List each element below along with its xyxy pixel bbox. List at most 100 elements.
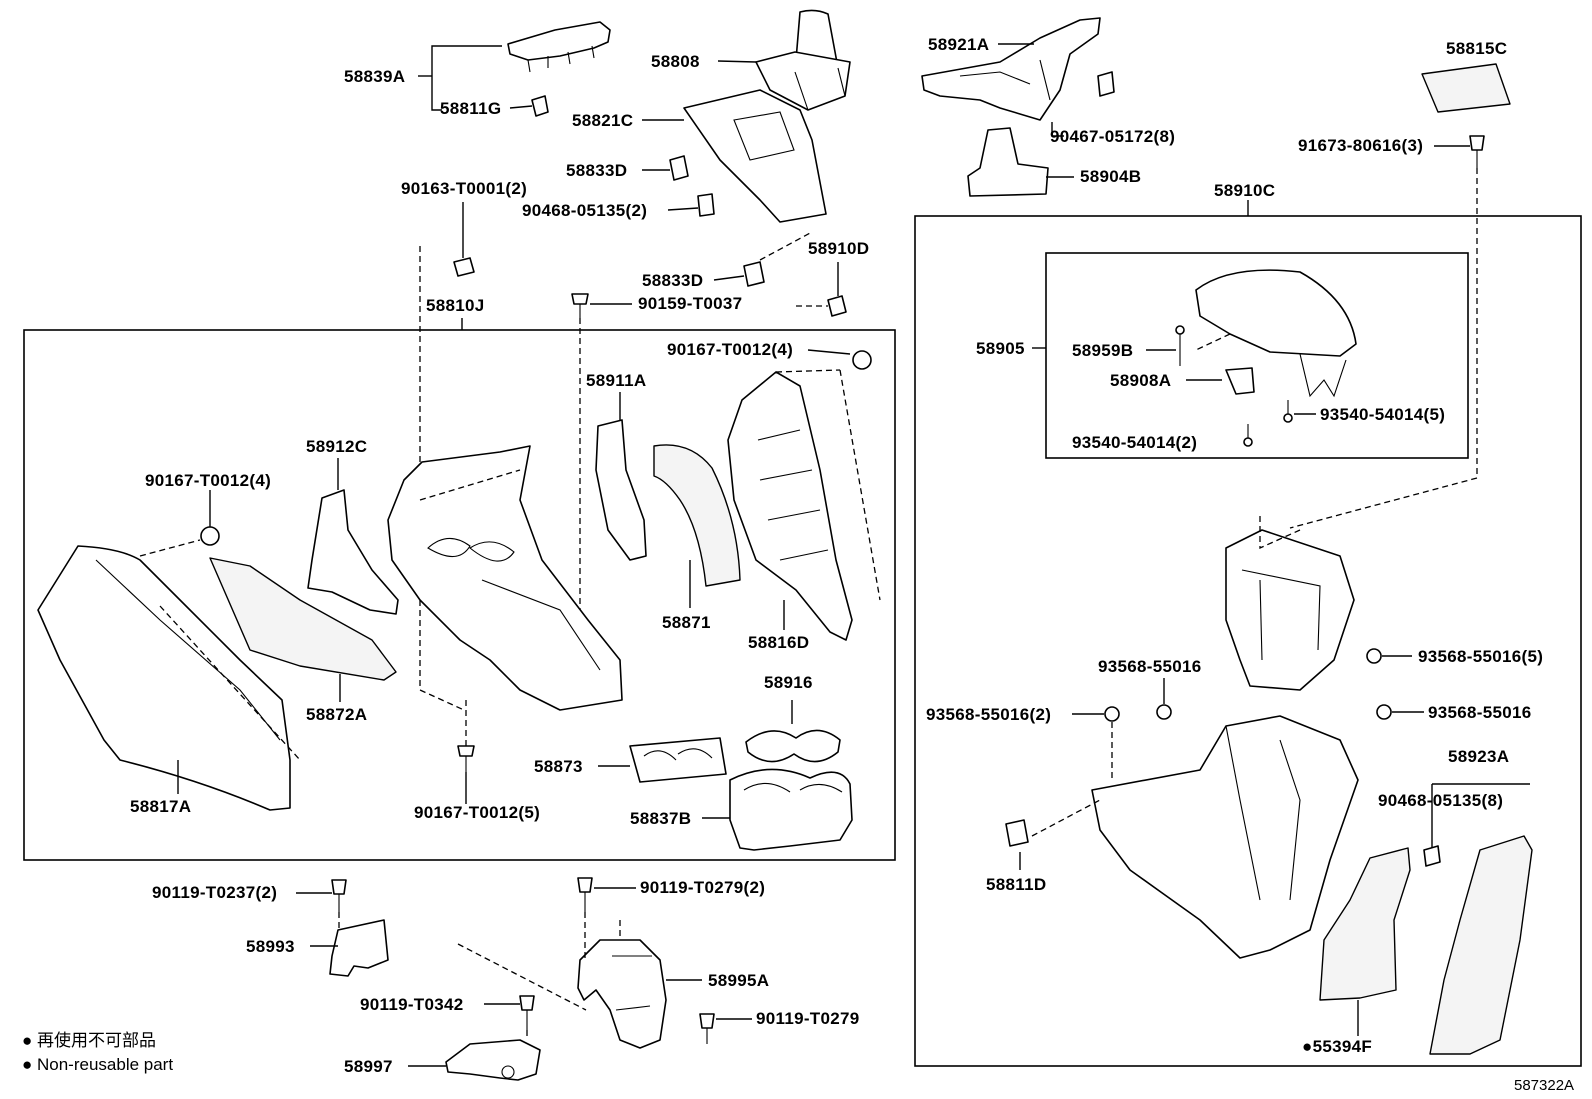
label-58910D: 58910D bbox=[808, 239, 869, 258]
part-93540-54014-screw-b bbox=[1243, 424, 1253, 447]
label-90119-T0342: 90119-T0342 bbox=[360, 995, 464, 1014]
part-58993-bracket bbox=[329, 919, 389, 977]
part-93568-55016-screw-c bbox=[1104, 706, 1120, 722]
part-58839A-bracket bbox=[507, 21, 611, 73]
part-90119-T0237-bolt bbox=[331, 879, 347, 912]
label-58905: 58905 bbox=[976, 339, 1025, 358]
part-90119-T0279-bolt-a bbox=[577, 877, 593, 912]
part-58811G-clip bbox=[531, 95, 549, 117]
part-90167-T0012-screw-c bbox=[457, 745, 475, 772]
part-58837B-cup-holder bbox=[729, 768, 853, 851]
label-58910C: 58910C bbox=[1214, 181, 1275, 200]
part-58905-armrest-lid bbox=[1195, 269, 1357, 398]
label-58904B: 58904B bbox=[1080, 167, 1141, 186]
label-58995A: 58995A bbox=[708, 971, 769, 990]
label-90119-T0237-2: 90119-T0237(2) bbox=[152, 883, 277, 902]
label-90119-T0279-2: 90119-T0279(2) bbox=[640, 878, 765, 897]
part-90468-05135-clip-b bbox=[1423, 845, 1441, 867]
part-58908A-bracket bbox=[1225, 367, 1255, 395]
label-58837B: 58837B bbox=[630, 809, 691, 828]
part-58912C-bracket bbox=[307, 489, 399, 615]
label-58811G: 58811G bbox=[440, 99, 501, 118]
label-58815C: 58815C bbox=[1446, 39, 1507, 58]
label-90163-T0001-2: 90163-T0001(2) bbox=[401, 179, 527, 198]
label-93540-54014-5: 93540-54014(5) bbox=[1320, 405, 1445, 424]
label-58993: 58993 bbox=[246, 937, 295, 956]
part-58873-cup-holder bbox=[629, 737, 727, 783]
part-58808-shift-boot bbox=[755, 9, 851, 111]
part-58995A-bracket bbox=[577, 939, 667, 1049]
part-58821C-bezel bbox=[683, 89, 827, 223]
label-55394F: ●55394F bbox=[1302, 1037, 1372, 1056]
group-box-58810J bbox=[23, 329, 896, 861]
part-58959B-screw bbox=[1175, 325, 1185, 366]
part-58833D-clip-a bbox=[669, 155, 689, 181]
label-58811D: 58811D bbox=[986, 875, 1046, 894]
part-58810J-console-body bbox=[387, 445, 623, 711]
label-91673-80616-3: 91673-80616(3) bbox=[1298, 136, 1423, 155]
label-58833D-b: 58833D bbox=[642, 271, 703, 290]
part-91673-80616-screw bbox=[1469, 135, 1485, 168]
part-58916-ring bbox=[745, 729, 841, 763]
part-90119-T0342-bolt bbox=[519, 995, 535, 1030]
label-90119-T0279: 90119-T0279 bbox=[756, 1009, 860, 1028]
part-console-box bbox=[1225, 529, 1355, 691]
label-90167-T0012-5: 90167-T0012(5) bbox=[414, 803, 540, 822]
label-58833D-a: 58833D bbox=[566, 161, 627, 180]
part-58817A-side-panel bbox=[37, 545, 291, 811]
group-box-58905 bbox=[1045, 252, 1469, 459]
part-58811D-clip bbox=[1005, 819, 1029, 847]
part-93568-55016-screw-d bbox=[1376, 704, 1392, 720]
label-58959B: 58959B bbox=[1072, 341, 1133, 360]
part-58910D-clip bbox=[827, 295, 847, 317]
part-90119-T0279-bolt-b bbox=[699, 1013, 715, 1044]
part-55394F-panel-left bbox=[1319, 847, 1411, 1001]
label-90468-05135-2: 90468-05135(2) bbox=[522, 201, 647, 220]
label-58916: 58916 bbox=[764, 673, 813, 692]
part-93568-55016-screw-b bbox=[1156, 704, 1172, 720]
part-58833D-clip-b bbox=[743, 261, 765, 287]
part-90163-T0001-clip bbox=[453, 257, 475, 277]
label-93568-55016-b: 93568-55016 bbox=[1428, 703, 1532, 722]
label-58873: 58873 bbox=[534, 757, 583, 776]
diagram-code: 587322A bbox=[1514, 1077, 1574, 1094]
label-58923A: 58923A bbox=[1448, 747, 1509, 766]
label-58911A: 58911A bbox=[586, 371, 646, 390]
label-90467-05172-8: 90467-05172(8) bbox=[1050, 127, 1175, 146]
part-58911A-trim bbox=[595, 419, 647, 561]
label-58997: 58997 bbox=[344, 1057, 393, 1076]
label-58908A: 58908A bbox=[1110, 371, 1171, 390]
label-58817A: 58817A bbox=[130, 797, 191, 816]
part-90167-T0012-screw-b bbox=[200, 526, 220, 546]
part-90167-T0012-screw-a bbox=[852, 350, 872, 370]
legend-non-reusable: ● Non-reusable part bbox=[22, 1055, 173, 1074]
part-58815C-pad bbox=[1421, 63, 1511, 113]
label-58821C: 58821C bbox=[572, 111, 633, 130]
label-58816D: 58816D bbox=[748, 633, 809, 652]
label-58810J: 58810J bbox=[426, 296, 485, 315]
label-58872A: 58872A bbox=[306, 705, 367, 724]
label-90167-T0012-4-b: 90167-T0012(4) bbox=[145, 471, 271, 490]
label-58921A: 58921A bbox=[928, 35, 989, 54]
part-58921A-bracket bbox=[921, 17, 1101, 121]
part-93540-54014-screw-a bbox=[1283, 400, 1293, 423]
label-93568-55016-2: 93568-55016(2) bbox=[926, 705, 1051, 724]
label-58912C: 58912C bbox=[306, 437, 367, 456]
part-rear-console-body bbox=[1091, 715, 1359, 959]
part-58816D-side-panel bbox=[727, 371, 853, 641]
part-58872A-pad bbox=[209, 557, 397, 681]
part-90159-T0037-screw bbox=[571, 293, 589, 318]
label-58808: 58808 bbox=[651, 52, 700, 71]
part-93568-55016-screw-a bbox=[1366, 648, 1382, 664]
part-58904B-cover bbox=[967, 127, 1049, 197]
label-58871: 58871 bbox=[662, 613, 711, 632]
part-58923A-panel-right bbox=[1429, 835, 1533, 1055]
part-58871-pad bbox=[653, 444, 741, 587]
label-58839A: 58839A bbox=[344, 67, 405, 86]
part-58997-bracket bbox=[445, 1039, 541, 1081]
label-90159-T0037: 90159-T0037 bbox=[638, 294, 742, 313]
part-90468-05135-clip bbox=[697, 193, 715, 217]
label-90167-T0012-4-a: 90167-T0012(4) bbox=[667, 340, 793, 359]
label-90468-05135-8: 90468-05135(8) bbox=[1378, 791, 1503, 810]
